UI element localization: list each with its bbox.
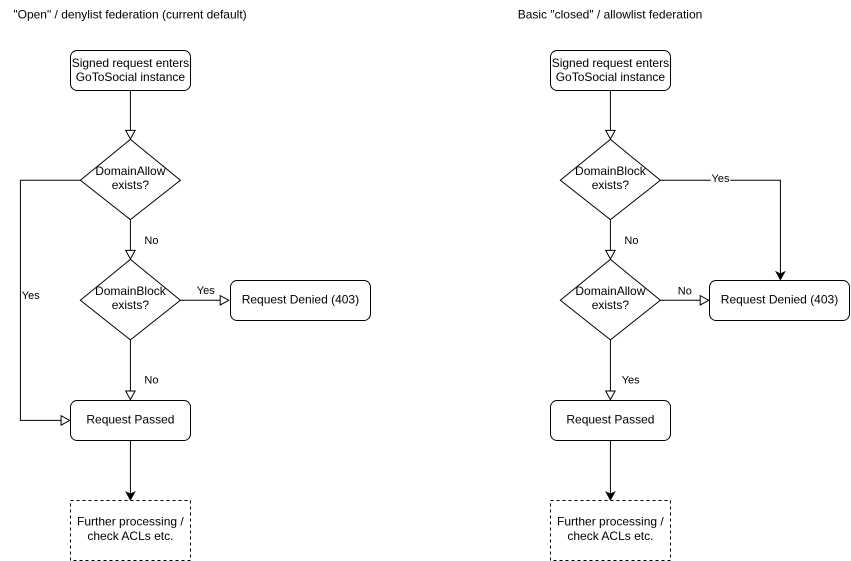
svg-text:Request Denied (403): Request Denied (403) <box>242 293 359 307</box>
svg-text:GoToSocial instance: GoToSocial instance <box>556 70 666 84</box>
svg-text:exists?: exists? <box>112 298 150 312</box>
svg-text:Yes: Yes <box>197 285 215 297</box>
svg-text:No: No <box>678 285 692 297</box>
svg-text:DomainBlock: DomainBlock <box>575 164 647 178</box>
svg-text:Signed request enters: Signed request enters <box>552 56 669 70</box>
svg-text:DomainBlock: DomainBlock <box>95 284 167 298</box>
svg-text:Yes: Yes <box>22 290 40 302</box>
svg-text:check ACLs etc.: check ACLs etc. <box>567 529 653 543</box>
svg-text:DomainAllow: DomainAllow <box>575 284 645 298</box>
svg-text:No: No <box>144 375 158 387</box>
svg-text:Further processing /: Further processing / <box>77 515 184 529</box>
svg-text:check ACLs etc.: check ACLs etc. <box>87 529 173 543</box>
svg-text:Further processing /: Further processing / <box>557 515 664 529</box>
svg-text:exists?: exists? <box>592 298 630 312</box>
svg-text:No: No <box>144 235 158 247</box>
svg-text:Basic "closed" / allowlist fed: Basic "closed" / allowlist federation <box>518 8 703 22</box>
svg-text:Request Denied (403): Request Denied (403) <box>721 293 838 307</box>
svg-text:"Open" / denylist federation (: "Open" / denylist federation (current de… <box>13 8 246 22</box>
svg-text:exists?: exists? <box>112 178 150 192</box>
svg-text:No: No <box>624 235 638 247</box>
svg-text:Request Passed: Request Passed <box>566 412 654 426</box>
svg-text:GoToSocial instance: GoToSocial instance <box>76 70 186 84</box>
svg-text:Yes: Yes <box>622 375 640 387</box>
svg-text:exists?: exists? <box>592 178 630 192</box>
svg-text:Signed request enters: Signed request enters <box>72 56 189 70</box>
svg-text:DomainAllow: DomainAllow <box>95 164 165 178</box>
svg-text:Yes: Yes <box>712 173 730 185</box>
svg-text:Request Passed: Request Passed <box>86 412 174 426</box>
